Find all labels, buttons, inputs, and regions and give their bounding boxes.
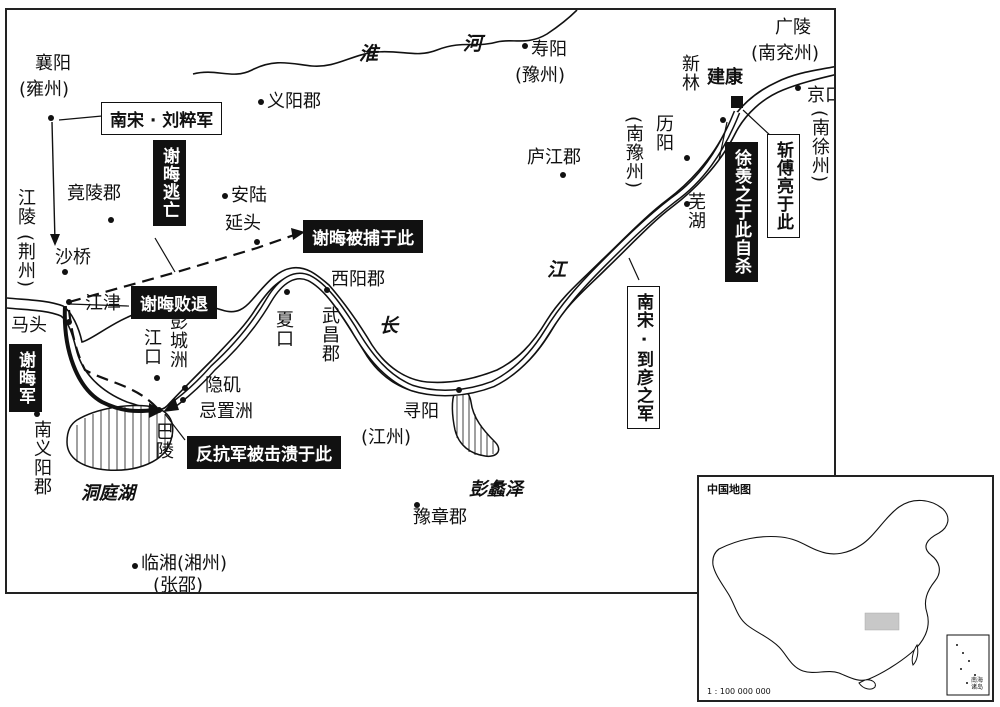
xiakou-label: 夏口 — [273, 310, 294, 348]
lujiangjun-label: 庐江郡 — [527, 147, 581, 168]
rebels-crushed-box: 反抗军被击溃于此 — [187, 436, 341, 469]
china-inset-map: 中国地图 南海诸岛 1 : 100 000 000 — [697, 475, 994, 702]
jinglingjun-label: 竟陵郡 — [67, 183, 121, 204]
xunyang-label: 寻阳 — [403, 401, 439, 422]
nanyiyangjun-label: 南义阳郡 — [31, 420, 52, 496]
wuhu-label: 芜湖 — [685, 192, 706, 230]
fu-beheaded-box: 斩傅亮于此 — [767, 134, 800, 238]
liucui-route — [51, 121, 56, 243]
daoyan-route-inner — [167, 111, 739, 410]
yiyangjun-label: 义阳郡 — [267, 91, 321, 112]
dongting-hatch — [76, 406, 166, 470]
yangtze-label-2: 江 — [547, 259, 567, 281]
pengli-lake-label: 彭蠡泽 — [469, 479, 523, 500]
matou-label: 马头 — [11, 315, 47, 336]
xiehui-flight-route — [68, 232, 298, 304]
china-outline — [712, 499, 990, 696]
inset-title: 中国地图 — [707, 483, 751, 496]
guangling-label: 广陵 — [775, 17, 811, 38]
daoyan-army-box: 南宋 · 到彦之军 — [627, 286, 660, 430]
main-map: 淮 河 长 江 洞庭湖 彭蠡泽 襄阳 (雍州) 寿阳 (豫州) 广陵 (南兖州)… — [5, 8, 836, 594]
xiehui-retreat-route — [67, 309, 158, 409]
yantou-label: 延头 — [225, 213, 261, 234]
xiehui-army-route — [62, 305, 156, 413]
liyang-label: 历阳 — [653, 114, 674, 152]
liucui-army-box: 南宋 · 刘粹军 — [101, 102, 223, 135]
yongzhou-label: (雍州) — [19, 79, 70, 100]
jiangling-label: 江陵 — [15, 188, 36, 226]
jizhizhou-label: 忌置洲 — [199, 401, 253, 422]
jingzhou-label: (荆州) — [15, 234, 36, 289]
jiankang-marker — [731, 96, 743, 108]
yangtze-label-1: 长 — [379, 315, 399, 337]
huai-river — [192, 10, 578, 75]
jingkou-label: 京口 — [807, 85, 834, 106]
huai-label-2: 河 — [463, 33, 483, 55]
south-sea-label: 南海诸岛 — [971, 677, 984, 691]
shouyang-label: 寿阳 — [531, 39, 567, 60]
yuzhangjun-label: 豫章郡 — [413, 507, 467, 528]
jiangkou-label: 江口 — [141, 328, 162, 366]
linxiang-label: 临湘(湘州) — [141, 553, 228, 574]
xiehui-army-box: 谢晦军 — [9, 344, 42, 412]
city-dots — [34, 43, 801, 569]
yinji-label: 隐矶 — [205, 375, 241, 396]
nanxuzhou-label: (南徐州) — [809, 110, 830, 184]
xiehui-flee-box: 谢晦逃亡 — [153, 140, 186, 226]
shaqiao-label: 沙桥 — [55, 247, 91, 268]
xu-suicide-box: 徐羡之于此自杀 — [725, 142, 758, 282]
wuchangjun-label: 武昌郡 — [319, 306, 340, 363]
xiyangjun-label: 西阳郡 — [331, 269, 385, 290]
pengli-hatch — [456, 391, 494, 456]
pengli-lake — [451, 389, 500, 458]
yuzhou-label: (豫州) — [515, 65, 566, 86]
pengchengzhou-label: 彭城洲 — [167, 312, 188, 369]
jiangzhou-label: (江州) — [361, 427, 412, 448]
xiehui-caught-box: 谢晦被捕于此 — [303, 220, 423, 253]
jiankang-label: 建康 — [707, 67, 743, 88]
xiehui-retreat-box: 谢晦败退 — [131, 286, 217, 319]
nanyanzhou-label: (南兖州) — [751, 43, 820, 64]
anlu-label: 安陆 — [231, 185, 267, 206]
huai-label-1: 淮 — [359, 43, 379, 65]
xinlin-label: 新林 — [679, 54, 700, 92]
baling-label: 巴陵 — [153, 422, 174, 460]
jiangjin-label: 江津 — [85, 293, 121, 314]
zhangshao-label: (张邵) — [153, 575, 204, 594]
nanyuzhou-label: (南豫州) — [623, 116, 644, 190]
dongting-lake-label: 洞庭湖 — [81, 483, 135, 504]
region-highlight — [864, 612, 900, 631]
inset-scale: 1 : 100 000 000 — [707, 687, 771, 696]
xiangyang-label: 襄阳 — [35, 53, 71, 74]
